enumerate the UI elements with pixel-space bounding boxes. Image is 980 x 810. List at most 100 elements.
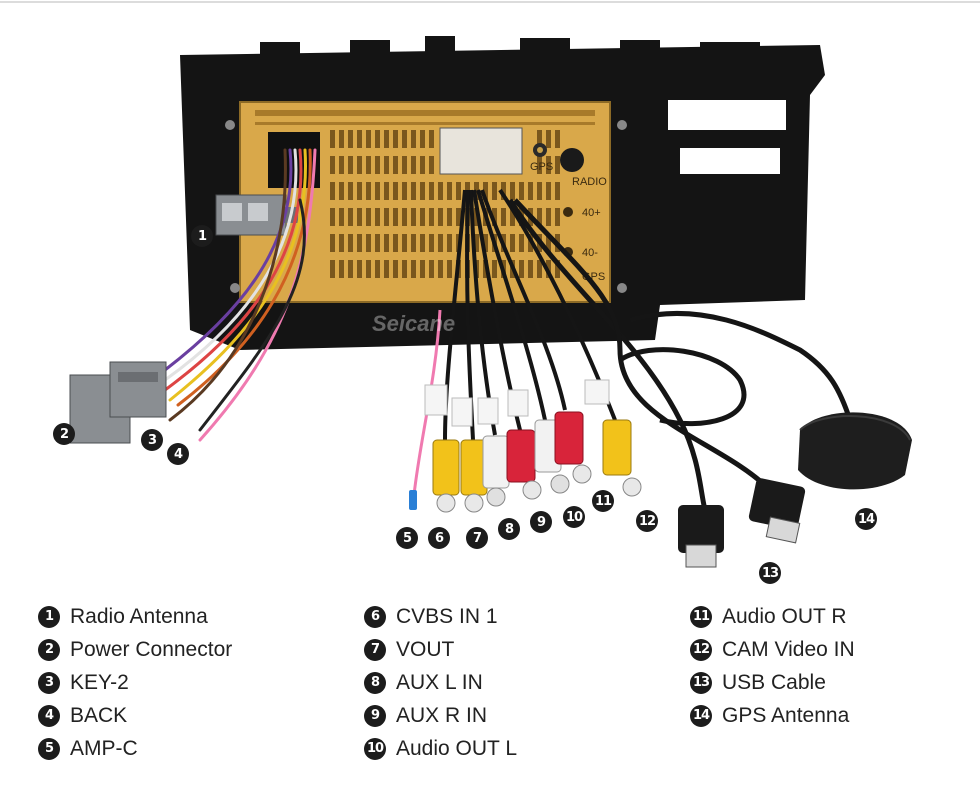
vent-slot xyxy=(375,260,380,278)
vent-slot xyxy=(492,182,497,200)
callout-11: 11 xyxy=(592,490,614,512)
vent-slot xyxy=(429,156,434,174)
vent-slot xyxy=(519,182,524,200)
legend-number: 12 xyxy=(690,638,712,661)
vent-slot xyxy=(330,182,335,200)
vent-slot xyxy=(357,182,362,200)
vent-slot xyxy=(447,234,452,252)
vent-slot xyxy=(330,260,335,278)
vent-slot xyxy=(393,208,398,226)
vent-slot xyxy=(420,260,425,278)
vent-slot xyxy=(447,208,452,226)
vent-slot xyxy=(438,260,443,278)
vent-slot xyxy=(438,208,443,226)
callout-14: 14 xyxy=(855,508,877,530)
vent-slot xyxy=(546,208,551,226)
vent-slot xyxy=(375,130,380,148)
legend-number: 2 xyxy=(38,638,60,661)
head-unit-illustration: GPS RADIO 40+ 40- GPS xyxy=(0,1,980,568)
vent-slot xyxy=(348,182,353,200)
vent-slot xyxy=(429,260,434,278)
vent-slot xyxy=(429,208,434,226)
vent-slot xyxy=(402,208,407,226)
vent-slot xyxy=(339,182,344,200)
vent-slot xyxy=(411,182,416,200)
vent-slot xyxy=(420,182,425,200)
legend-number: 1 xyxy=(38,605,60,628)
port-40plus-label: 40+ xyxy=(582,207,601,219)
vent-slot xyxy=(438,182,443,200)
power-connector xyxy=(69,361,167,444)
vent-slot xyxy=(348,234,353,252)
watermark: Seicane xyxy=(372,311,456,336)
vent-slot xyxy=(393,260,398,278)
vent-slot xyxy=(510,234,515,252)
callout-6: 6 xyxy=(428,527,450,549)
vent-slot xyxy=(411,130,416,148)
vent-slot xyxy=(375,182,380,200)
gps-port-label: GPS xyxy=(530,161,553,173)
vent-slot xyxy=(528,182,533,200)
vent-slot xyxy=(537,260,542,278)
vent-slot xyxy=(411,260,416,278)
callout-12: 12 xyxy=(636,510,658,532)
vent-slot xyxy=(375,208,380,226)
vent-slot xyxy=(447,260,452,278)
legend-label: Audio OUT L xyxy=(396,736,518,760)
vent-slot xyxy=(483,182,488,200)
callout-1: 1 xyxy=(191,225,213,247)
callout-13: 13 xyxy=(759,562,781,584)
vent-slot xyxy=(384,156,389,174)
vent-slot xyxy=(438,234,443,252)
vent-slot xyxy=(546,182,551,200)
vent-slot xyxy=(429,130,434,148)
vent-slot xyxy=(411,156,416,174)
legend-label: AMP-C xyxy=(70,736,138,760)
vent-slot xyxy=(537,182,542,200)
vent-slot xyxy=(393,234,398,252)
callout-10: 10 xyxy=(563,506,585,528)
vent-slot xyxy=(510,182,515,200)
callout-2: 2 xyxy=(53,423,75,445)
vent-slot xyxy=(330,130,335,148)
vent-slot xyxy=(555,156,560,174)
vent-slot xyxy=(402,130,407,148)
vent-slot xyxy=(348,130,353,148)
vent-slot xyxy=(366,156,371,174)
vent-slot xyxy=(339,260,344,278)
legend-number: 5 xyxy=(38,737,60,760)
legend-label: USB Cable xyxy=(722,670,826,694)
vent-slot xyxy=(357,234,362,252)
wire-harness xyxy=(163,148,317,442)
vent-slot xyxy=(546,130,551,148)
vent-slot xyxy=(411,234,416,252)
vent-slot xyxy=(447,182,452,200)
vent-slot xyxy=(357,208,362,226)
vent-slot xyxy=(492,260,497,278)
vent-slot xyxy=(330,234,335,252)
vent-slot xyxy=(519,234,524,252)
vent-slot xyxy=(519,260,524,278)
vent-slot xyxy=(348,260,353,278)
usb-cables xyxy=(507,198,853,511)
vent-slot xyxy=(555,130,560,148)
vent-slot xyxy=(420,234,425,252)
legend-number: 3 xyxy=(38,671,60,694)
vent-slot xyxy=(537,130,542,148)
legend-label: Power Connector xyxy=(70,637,233,661)
callout-7: 7 xyxy=(466,527,488,549)
legend-number: 6 xyxy=(364,605,386,628)
vent-slot xyxy=(339,208,344,226)
vent-slot xyxy=(384,234,389,252)
vent-slot xyxy=(402,182,407,200)
vent-slot xyxy=(501,182,506,200)
vent-slot xyxy=(366,130,371,148)
vent-slot xyxy=(384,208,389,226)
legend-number: 8 xyxy=(364,671,386,694)
